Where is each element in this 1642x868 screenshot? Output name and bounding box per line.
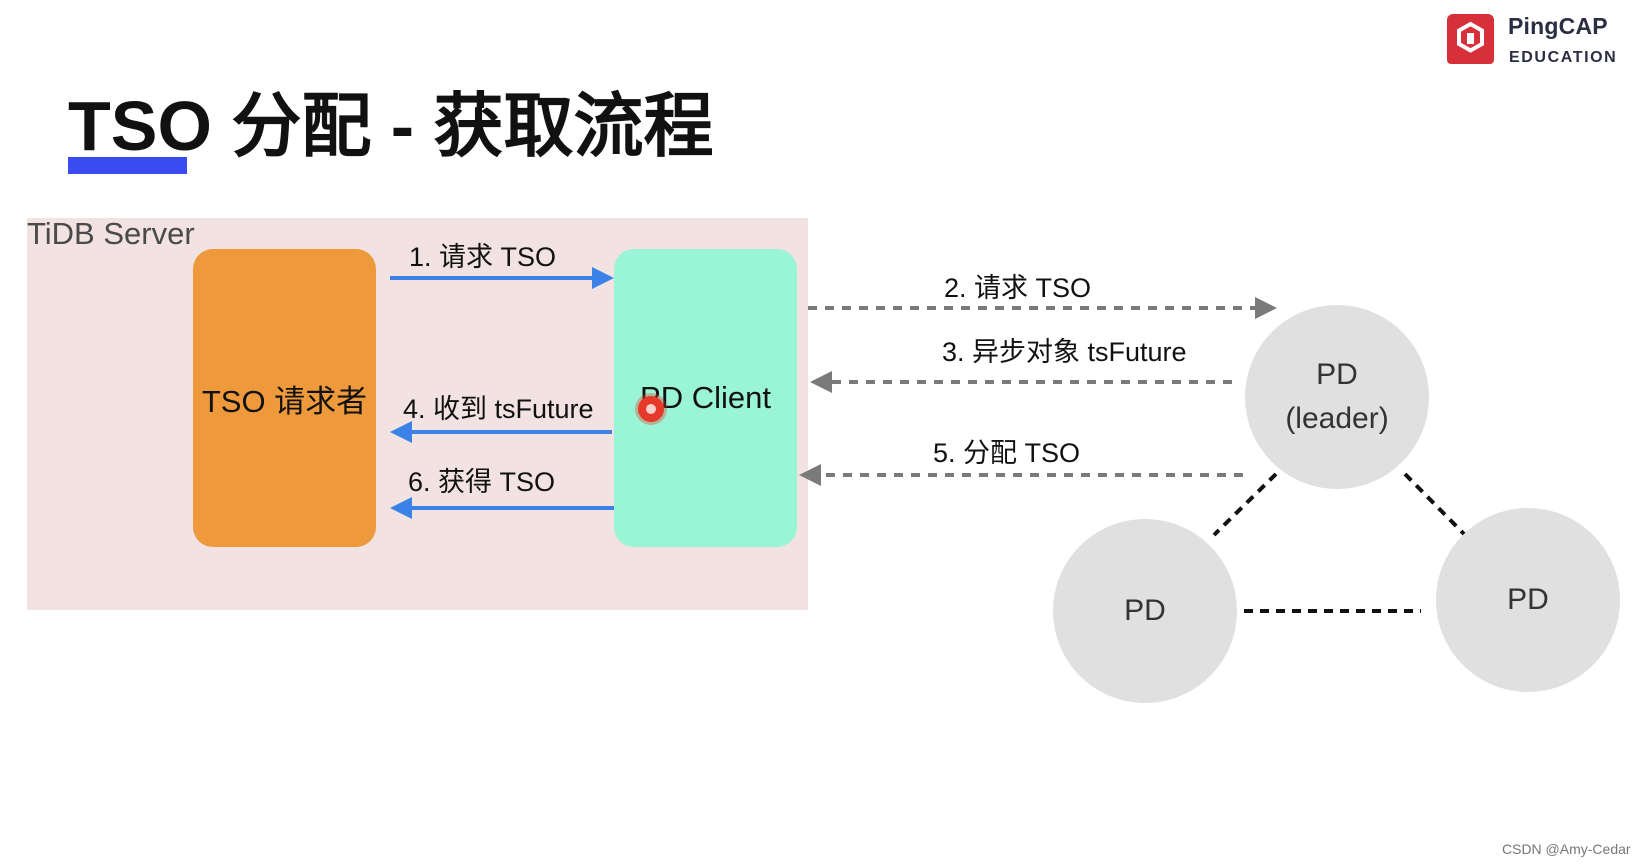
pd-leader-role: (leader): [1285, 402, 1389, 435]
arrow-step-2-head: [1255, 297, 1277, 319]
step-6-label: 6. 获得 TSO: [408, 467, 556, 497]
arrow-step-4-head: [390, 421, 412, 443]
pd-link-leader-left: [1212, 472, 1278, 537]
arrow-step-6-head: [390, 497, 412, 519]
step-5-label: 5. 分配 TSO: [933, 438, 1081, 468]
cursor-indicator: [638, 396, 664, 422]
pd-follower-right-node: PD: [1436, 508, 1620, 692]
arrow-step-1-head: [592, 267, 614, 289]
arrow-step-5-head: [799, 464, 821, 486]
pd-link-leader-right: [1403, 472, 1467, 537]
step-2-label: 2. 请求 TSO: [944, 273, 1092, 303]
page-title: TSO 分配 - 获取流程: [68, 87, 714, 165]
tso-requester-label: TSO 请求者: [201, 383, 368, 419]
brand-name: PingCAP: [1508, 13, 1608, 39]
pd-leader-node: PD (leader): [1245, 305, 1429, 489]
watermark: CSDN @Amy-Cedar: [1502, 841, 1631, 857]
brand-subtitle: EDUCATION: [1509, 49, 1618, 66]
pingcap-logo-icon: [1447, 14, 1494, 64]
step-3-label: 3. 异步对象 tsFuture: [942, 337, 1187, 367]
title-underline: [68, 157, 187, 174]
pd-follower-left-label: PD: [1124, 594, 1166, 627]
step-4-label: 4. 收到 tsFuture: [403, 394, 594, 424]
tso-requester-box: TSO 请求者: [193, 249, 376, 547]
step-1-label: 1. 请求 TSO: [409, 242, 557, 272]
arrow-step-3-head: [810, 371, 832, 393]
pd-leader-name: PD: [1316, 358, 1358, 391]
pd-follower-right-label: PD: [1507, 583, 1549, 616]
tidb-server-label: TiDB Server: [27, 216, 195, 251]
pd-follower-left-node: PD: [1053, 519, 1237, 703]
